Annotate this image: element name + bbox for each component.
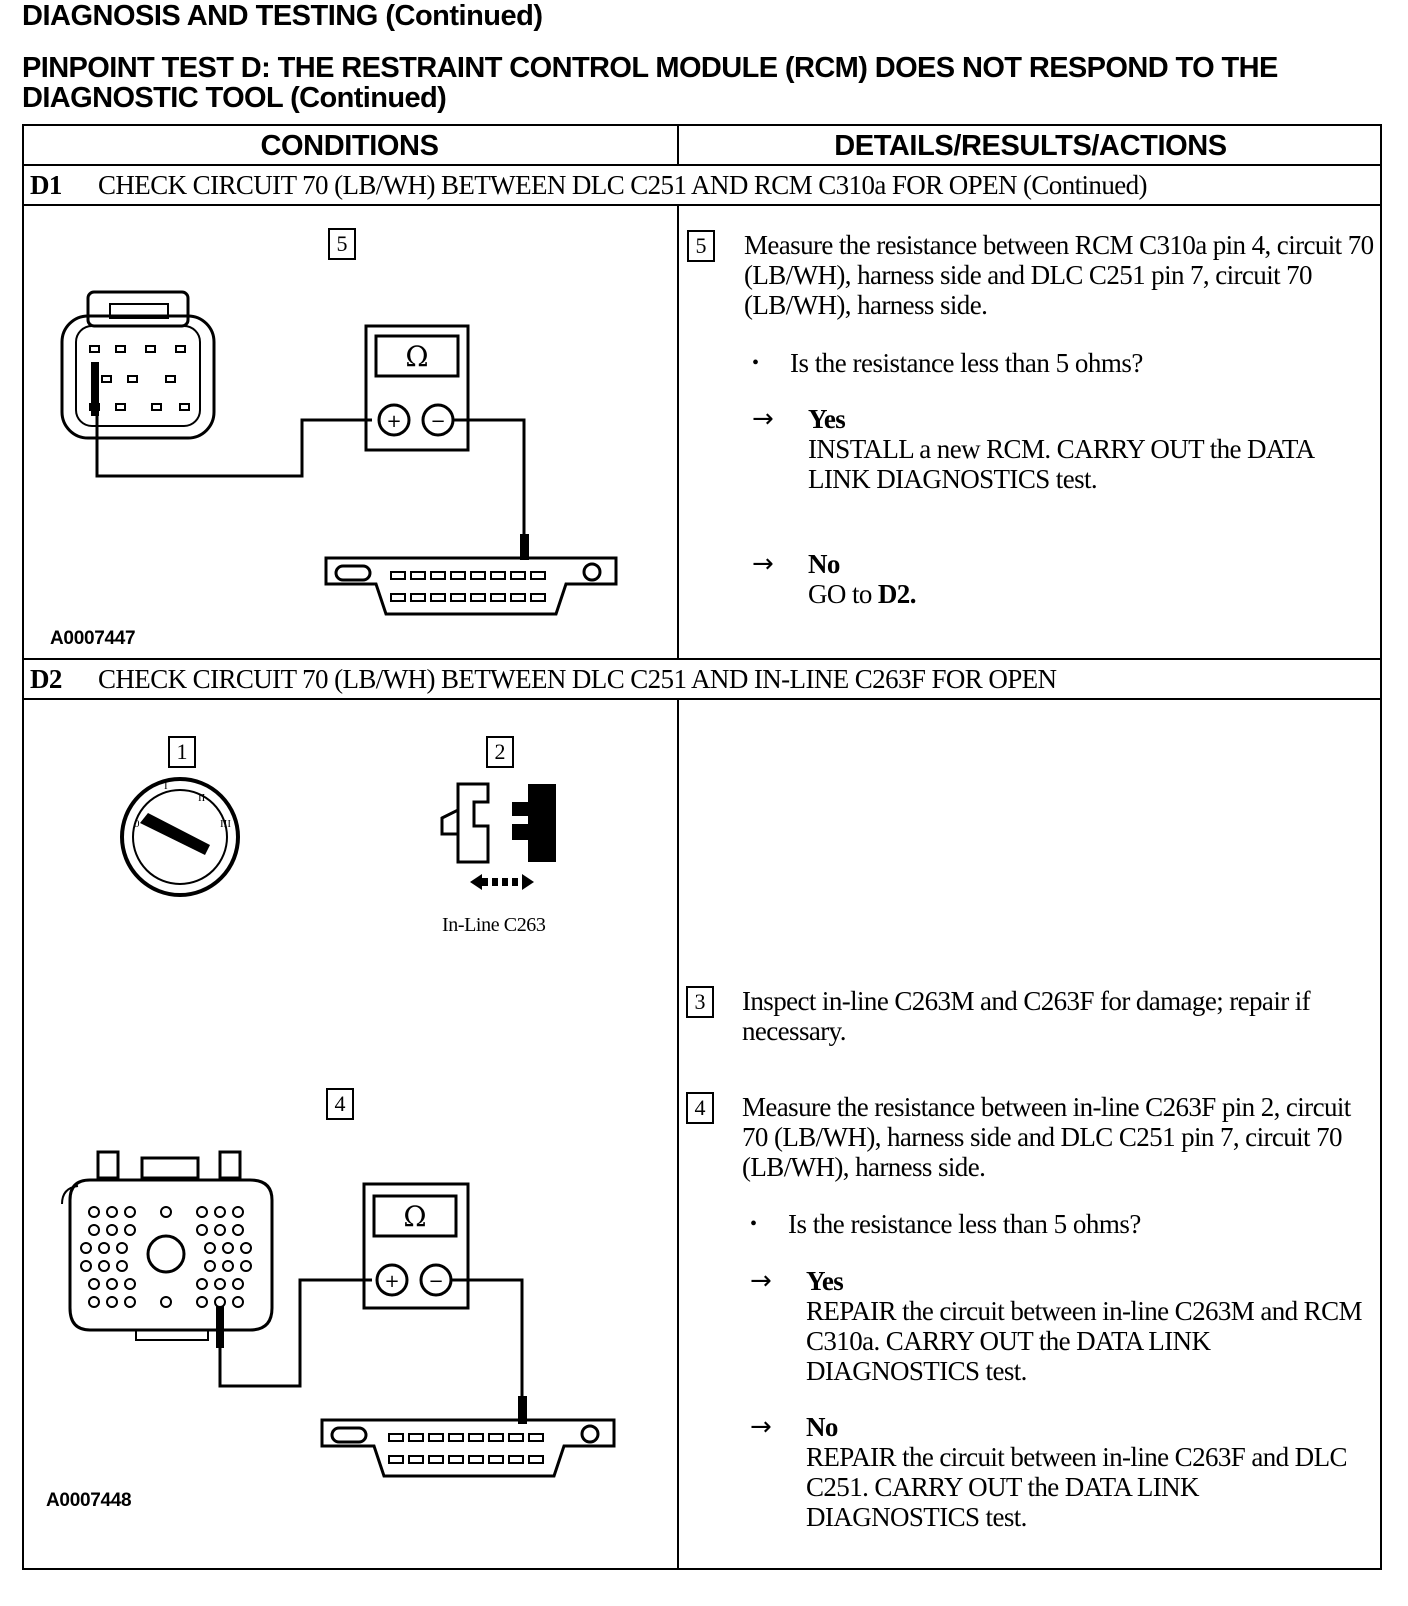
bullet-icon: • [752,352,759,374]
dlc-connector-icon [320,1418,616,1478]
probe-icon [91,362,99,416]
yes-arrow-icon: → [752,404,774,434]
d2-yes-text: REPAIR the circuit between in-line C263M… [806,1296,1363,1386]
arrow-left-icon [470,874,482,890]
d2-step4-question: • Is the resistance less than 5 ohms? [750,1209,1141,1239]
rule-col-d2 [677,698,679,1570]
bullet-icon: • [750,1213,757,1235]
conditions-header: CONDITIONS [260,130,439,162]
d2-step2-num: 2 [486,736,514,768]
d2-step4-text: Measure the resistance between in-line C… [742,1092,1351,1182]
d1-question-text: Is the resistance less than 5 ohms? [790,348,1143,378]
d2-no-label: No [806,1412,838,1442]
rule-colhead [22,164,1382,166]
d1-no-text-prefix: GO to [808,579,878,609]
d2-step1-num: 1 [168,736,196,768]
rule-d2-head [22,698,1382,700]
d2-yes-result: Yes REPAIR the circuit between in-line C… [806,1266,1366,1386]
d1-yes-result: Yes INSTALL a new RCM. CARRY OUT the DAT… [808,404,1368,494]
test-lead-positive [95,416,372,478]
connector-latch-icon [440,807,460,836]
d1-yes-label: Yes [808,404,846,434]
d2-step4-num: 4 [686,1092,714,1124]
d2-figure-id: A0007448 [46,1490,132,1511]
ohm-symbol: Ω [405,340,428,373]
d1-wiring-diagram: Ω + − [60,290,618,616]
test-lead-negative [453,418,526,535]
d2-wiring-diagram: Ω + − [61,1150,616,1478]
d1-step5-question: • Is the resistance less than 5 ohms? [752,348,1143,378]
probe-icon [216,1306,224,1348]
d1-title: CHECK CIRCUIT 70 (LB/WH) BETWEEN DLC C25… [98,170,1147,200]
ignition-outer-icon [120,777,240,897]
ohmmeter-icon [364,324,470,452]
ignition-key-icon [140,813,210,855]
ohmmeter-icon [362,1182,470,1310]
key-mark-acc: I [164,780,168,792]
procedure-table [22,124,1382,1570]
key-mark-start: III [220,818,231,830]
rule-d1-head [22,204,1382,206]
rule-col-head [677,124,679,166]
d2-no-text: REPAIR the circuit between in-line C263F… [806,1442,1347,1532]
d2-step4-diagram-num: 4 [326,1088,354,1120]
dlc-pins [390,571,546,602]
dlc-pins [388,1433,544,1464]
d1-no-result: No GO to D2. [808,549,1368,609]
meter-plus-symbol: + [384,1271,399,1292]
dlc-connector-icon [324,556,618,616]
d1-step5-text: Measure the resistance between RCM C310a… [744,230,1374,320]
connector-caption: In-Line C263 [442,914,546,936]
d1-no-label: No [808,549,840,579]
no-arrow-icon: → [752,549,774,579]
details-header: DETAILS/RESULTS/ACTIONS [834,130,1227,162]
d1-figure-id: A0007447 [50,628,136,649]
meter-minus-symbol: − [428,1271,443,1292]
d2-id: D2 [30,664,62,694]
page-title: DIAGNOSIS AND TESTING (Continued) [22,0,543,32]
key-mark-off: 0 [134,818,140,830]
d2-heading: D2 CHECK CIRCUIT 70 (LB/WH) BETWEEN DLC C… [30,660,1057,698]
test-lead-positive [218,1278,372,1388]
connector-female-icon [512,784,556,862]
d2-step3-text: Inspect in-line C263M and C263F for dama… [742,986,1311,1046]
connector-male-icon [456,782,490,864]
disconnect-connector-diagram [440,782,556,890]
rcm-connector-icon [60,290,216,440]
dlc-probe-icon [520,534,529,560]
d2-yes-label: Yes [806,1266,844,1296]
d1-diagram-step-num: 5 [328,228,356,260]
meter-minus-symbol: − [430,411,445,432]
d1-id: D1 [30,170,62,200]
d2-no-result: No REPAIR the circuit between in-line C2… [806,1412,1366,1532]
rule-col-d1 [677,204,679,660]
d1-heading: D1 CHECK CIRCUIT 70 (LB/WH) BETWEEN DLC C… [30,166,1147,204]
dlc-probe-icon [518,1396,527,1424]
key-mark-run: II [198,792,206,804]
no-arrow-icon: → [750,1412,772,1442]
d2-step3-num: 3 [686,986,714,1018]
d1-no-ref[interactable]: D2. [877,579,917,609]
c263-pin-cavities [80,1206,252,1308]
ignition-inner-icon [132,789,228,885]
ohm-symbol: Ω [403,1200,426,1233]
d1-yes-text: INSTALL a new RCM. CARRY OUT the DATA LI… [808,434,1314,494]
test-title: PINPOINT TEST D: THE RESTRAINT CONTROL M… [22,52,1278,114]
yes-arrow-icon: → [750,1266,772,1296]
d1-step5-num: 5 [687,230,715,262]
d2-question-text: Is the resistance less than 5 ohms? [788,1209,1141,1239]
c263-connector-icon [61,1150,274,1341]
test-lead-negative [451,1278,524,1398]
ignition-switch-diagram: 0 I II III [120,777,240,897]
meter-plus-symbol: + [386,411,401,432]
d2-title: CHECK CIRCUIT 70 (LB/WH) BETWEEN DLC C25… [98,664,1057,694]
rule-d2-top [22,658,1382,660]
arrow-right-icon [522,874,534,890]
